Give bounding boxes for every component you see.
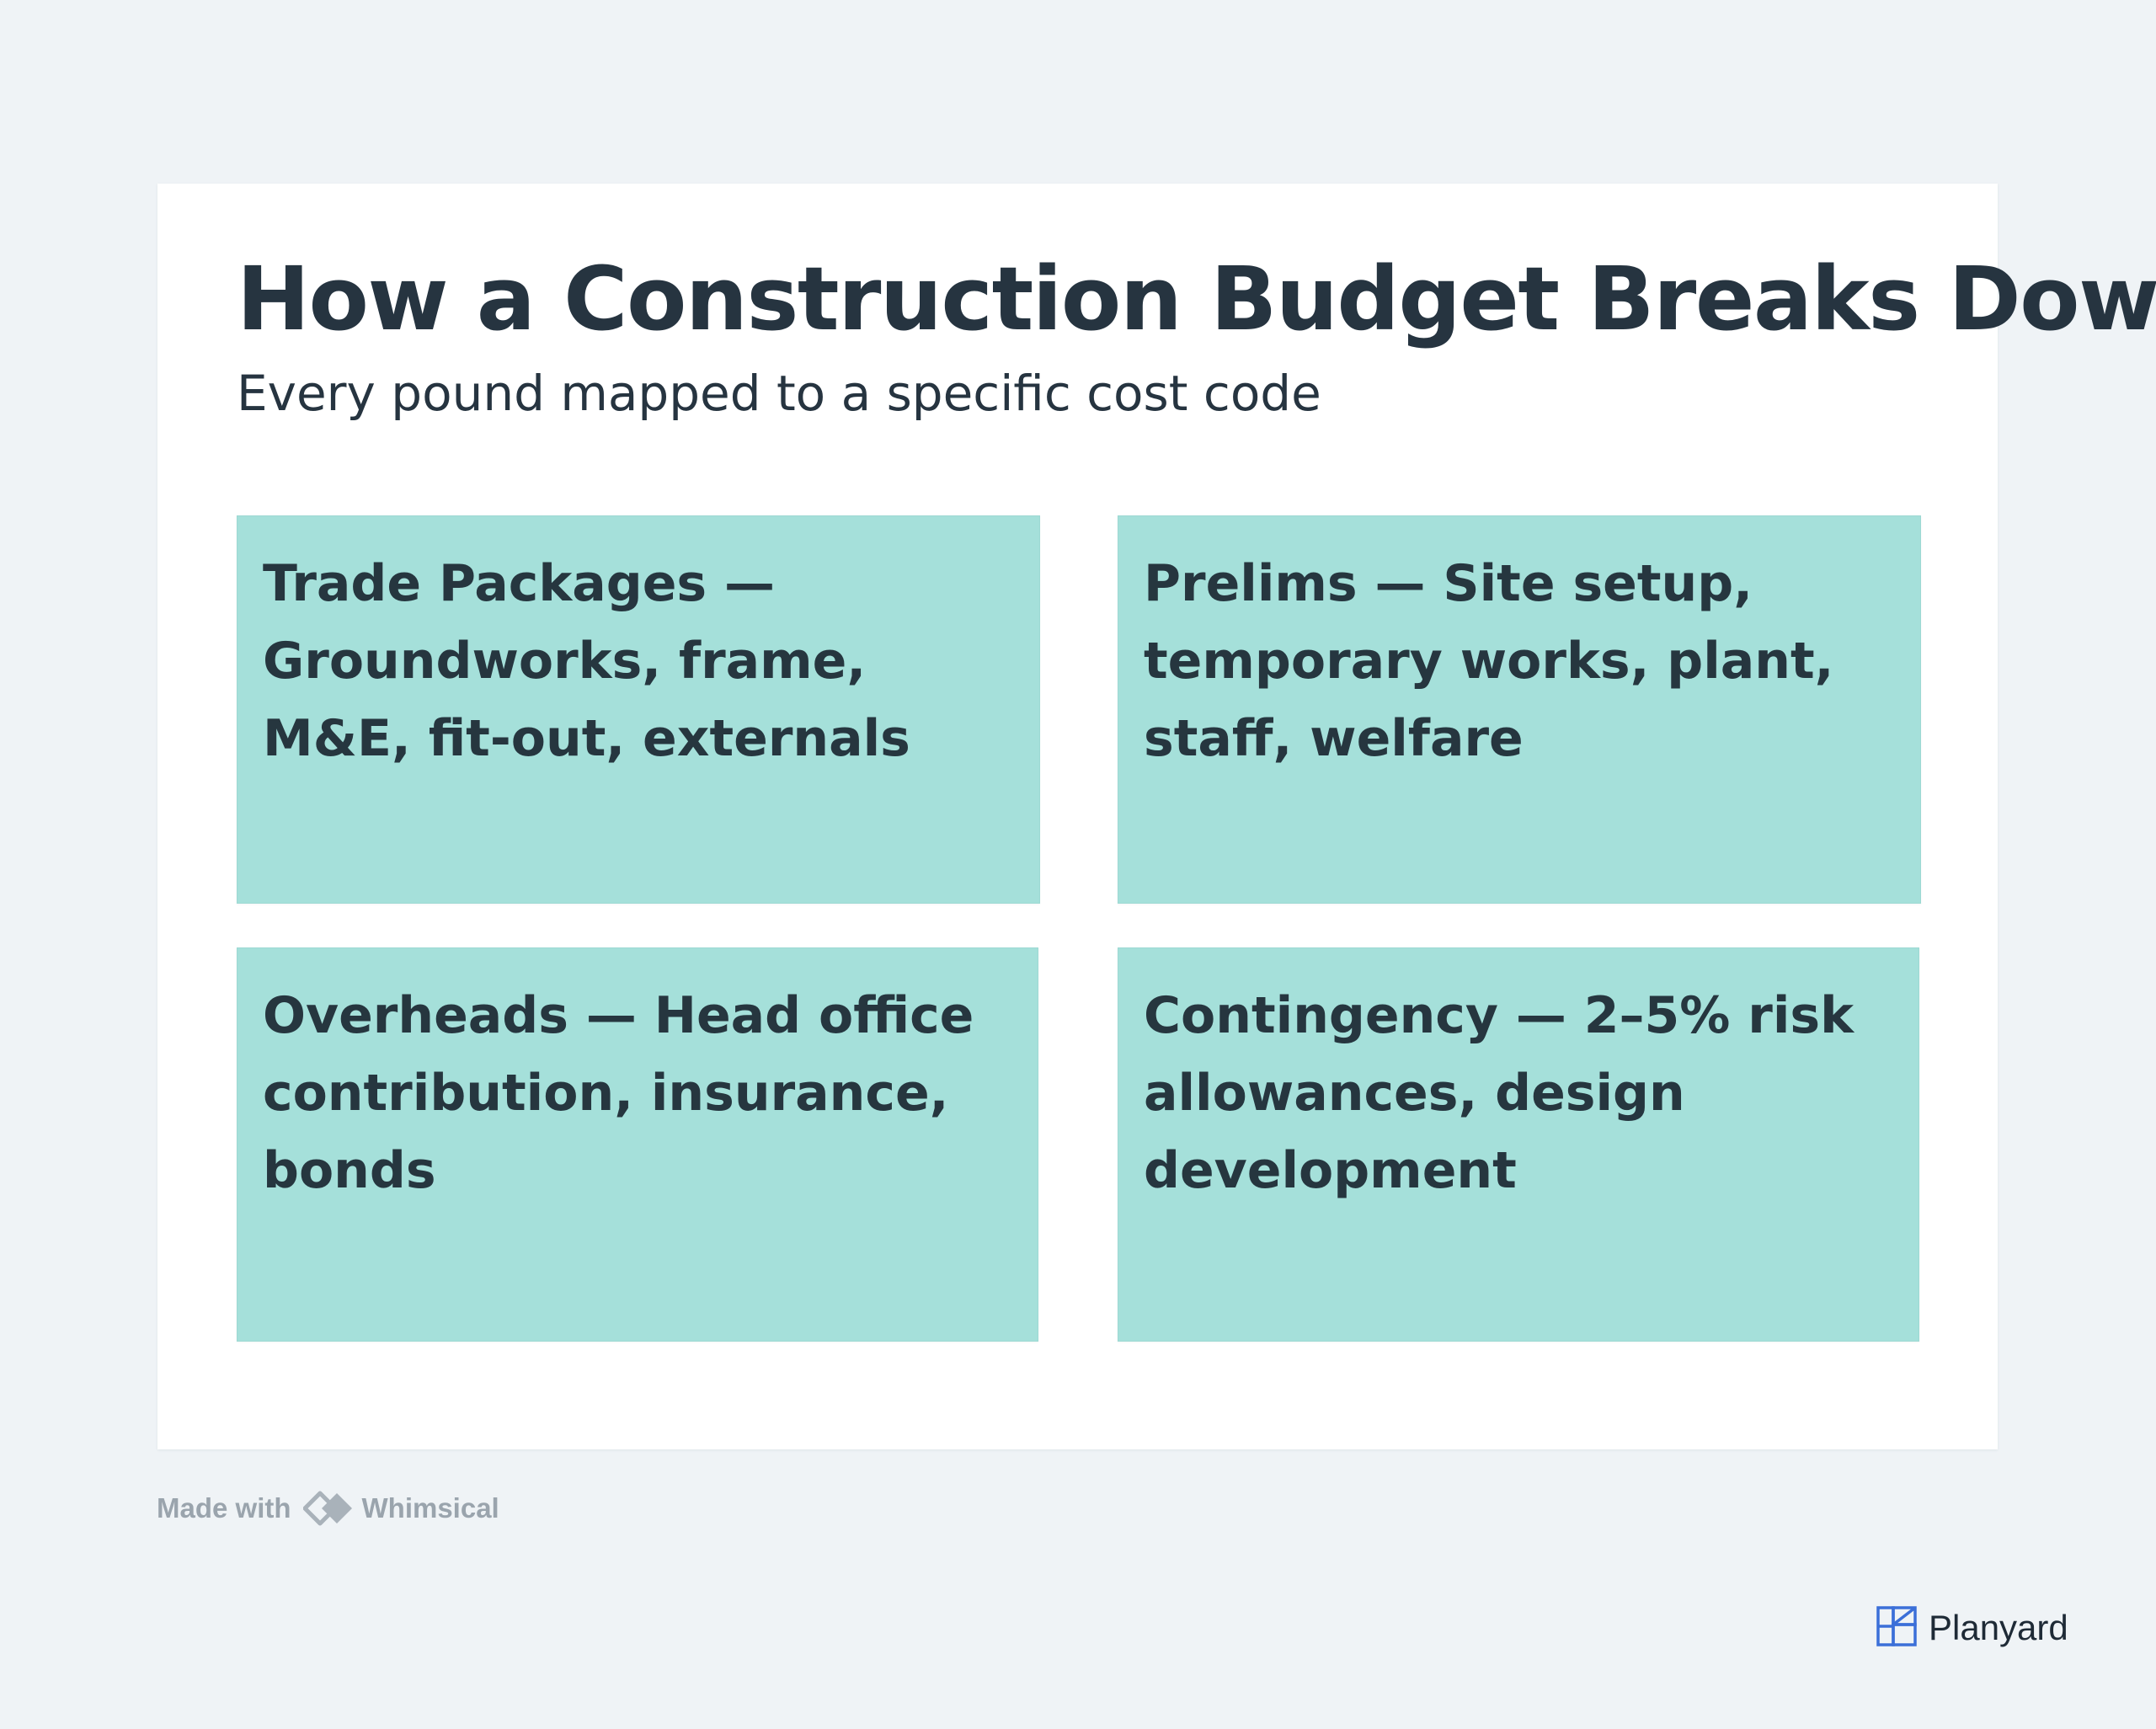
tile-contingency-text: Contingency — 2–5% risk allowances, desi… xyxy=(1144,986,1854,1200)
diagram-card: How a Construction Budget Breaks Down Ev… xyxy=(157,184,2156,1449)
tile-overheads[interactable]: Overheads — Head office contribution, in… xyxy=(237,947,1038,1342)
planyard-logo-icon xyxy=(1876,1606,1917,1650)
tile-overheads-text: Overheads — Head office contribution, in… xyxy=(263,986,974,1200)
diagram-title: How a Construction Budget Breaks Down xyxy=(237,248,2156,350)
planyard-brand: Planyard xyxy=(1876,1606,2068,1650)
made-with-label: Made with xyxy=(157,1492,291,1524)
tile-contingency[interactable]: Contingency — 2–5% risk allowances, desi… xyxy=(1118,947,1919,1342)
tile-prelims[interactable]: Prelims — Site setup, temporary works, p… xyxy=(1118,515,1921,904)
diagram-subtitle: Every pound mapped to a specific cost co… xyxy=(237,365,1321,422)
tile-trade-packages-text: Trade Packages — Groundworks, frame, M&E… xyxy=(263,554,910,768)
whimsical-label: Whimsical xyxy=(361,1492,499,1524)
tile-prelims-text: Prelims — Site setup, temporary works, p… xyxy=(1144,554,1834,768)
tile-trade-packages[interactable]: Trade Packages — Groundworks, frame, M&E… xyxy=(237,515,1040,904)
planyard-name: Planyard xyxy=(1929,1608,2068,1647)
made-with-whimsical-link[interactable]: Made with Whimsical xyxy=(157,1487,499,1529)
whimsical-logo-icon xyxy=(302,1488,355,1529)
